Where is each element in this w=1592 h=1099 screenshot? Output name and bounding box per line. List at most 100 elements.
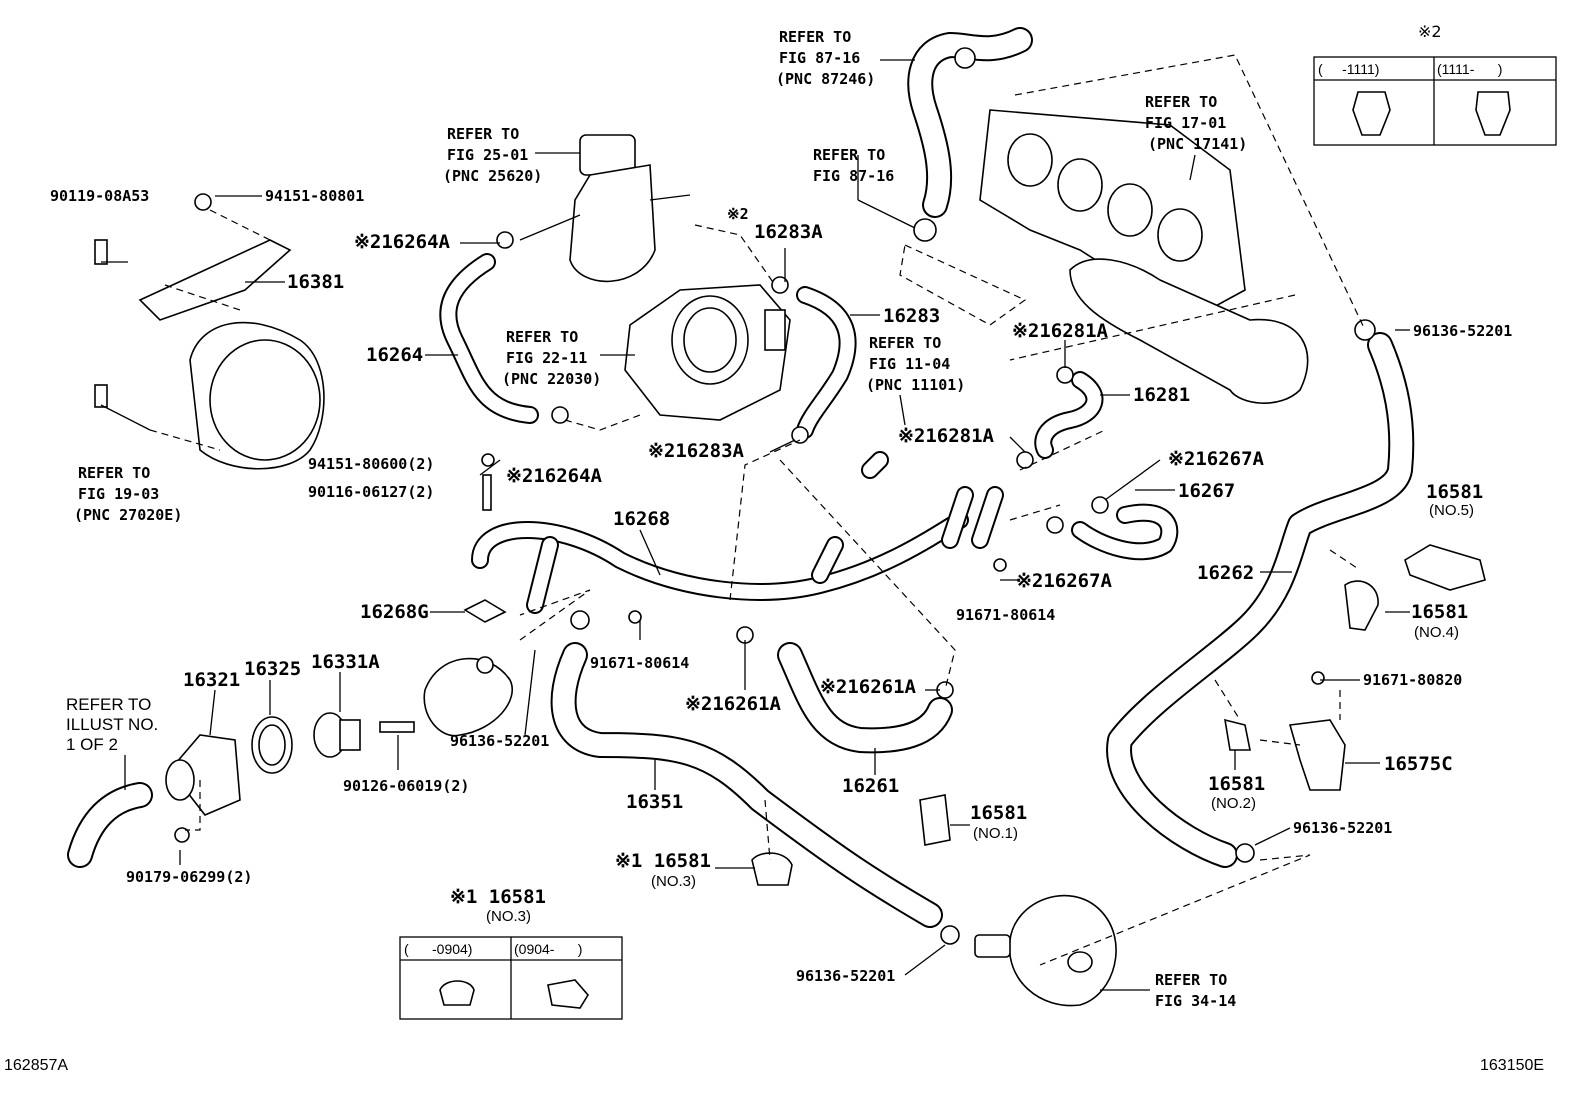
part-16281A-mid: ※216281A — [898, 425, 995, 447]
part-16283A-top: 16283A — [754, 221, 823, 243]
refer-19-03-2: FIG 19-03 — [78, 485, 159, 503]
part-16281: 16281 — [1133, 384, 1190, 406]
refer-19-03-1: REFER TO — [78, 464, 150, 482]
part-91671-80614-right: 91671-80614 — [956, 606, 1055, 624]
cylinder-head-gasket — [979, 109, 1246, 321]
part-96136-52201-right: 96136-52201 — [1413, 322, 1512, 340]
refer-25-01-1: REFER TO — [447, 125, 519, 143]
part-16321: 16321 — [183, 669, 240, 691]
part-16581-no5-sub: (NO.5) — [1429, 502, 1474, 519]
refer-87-16-1: REFER TO — [813, 146, 885, 164]
part-16261A-left: ※216261A — [685, 693, 782, 715]
inset-bottom-col2: (0904- ) — [514, 941, 582, 957]
footer-right-code: 163150E — [1480, 1057, 1544, 1074]
refer-17-01-2: FIG 17-01 — [1145, 114, 1226, 132]
part-16268G: 16268G — [360, 601, 429, 623]
part-16283A-mid: ※216283A — [648, 440, 745, 462]
refer-illust-1: REFER TO — [66, 695, 151, 714]
part-16283A-mark: ※2 — [727, 205, 749, 223]
part-16575C: 16575C — [1384, 753, 1453, 775]
refer-25-01-2: FIG 25-01 — [447, 146, 528, 164]
refer-87-16-top-2: FIG 87-16 — [779, 49, 860, 67]
refer-87-16-top-3: (PNC 87246) — [776, 70, 875, 88]
gasket-16325 — [251, 716, 293, 774]
thermostat-16331A — [313, 712, 361, 758]
part-96136-52201-mid: 96136-52201 — [450, 732, 549, 750]
leader-lines — [124, 59, 1410, 991]
part-16261A-right: ※216261A — [820, 676, 917, 698]
hose-top-87-16 — [907, 27, 1033, 218]
clamp-new-icon — [547, 979, 589, 1009]
refer-11-04-2: FIG 11-04 — [869, 355, 950, 373]
refer-87-16-2: FIG 87-16 — [813, 167, 894, 185]
dashed-leaders — [149, 54, 1366, 966]
water-inlet-housing — [423, 656, 513, 737]
part-number-labels: 90119-08A53 94151-80801 16381 ※216264A 1… — [50, 187, 1512, 985]
refer-labels: REFER TO FIG 87-16 (PNC 87246) REFER TO … — [66, 28, 1247, 1010]
part-16264A-mid: ※216264A — [506, 465, 603, 487]
part-16581-no1-sub: (NO.1) — [973, 825, 1018, 842]
clamp-16581-no1 — [919, 794, 951, 846]
hose-16261 — [777, 642, 953, 754]
part-91671-80614-mid: 91671-80614 — [590, 654, 689, 672]
hose-16281 — [1034, 371, 1104, 459]
inset-table-mark2: ※2 ( -1111) (1111- ) — [1313, 22, 1557, 146]
oil-cooler — [974, 894, 1117, 1007]
part-16581-no3: ※1 16581 — [615, 850, 711, 872]
inset-bottom-title: ※1 16581 — [450, 886, 546, 908]
part-16268: 16268 — [613, 508, 670, 530]
egr-valve — [519, 134, 691, 283]
hose-lower-left — [67, 782, 153, 868]
hose-16351 — [550, 642, 943, 928]
part-16581-no2: 16581 — [1208, 773, 1265, 795]
stud-90126 — [379, 721, 415, 733]
inset-top-col2: (1111- ) — [1437, 61, 1502, 77]
refer-22-11-2: FIG 22-11 — [506, 349, 587, 367]
part-16283: 16283 — [883, 305, 940, 327]
clip-old-icon — [1352, 91, 1391, 136]
gasket-16268G — [463, 599, 507, 623]
part-16281A-top: ※216281A — [1012, 320, 1109, 342]
part-16267A-bot: ※216267A — [1016, 570, 1113, 592]
water-pump — [138, 239, 325, 470]
hose-16267 — [1071, 503, 1179, 561]
part-16262: 16262 — [1197, 562, 1254, 584]
part-16264A-top: ※216264A — [354, 231, 451, 253]
part-16264: 16264 — [366, 344, 423, 366]
water-inlet-16321 — [165, 734, 241, 816]
part-16381: 16381 — [287, 271, 344, 293]
clamp-16581-no3 — [751, 852, 793, 886]
part-90179-06299: 90179-06299(2) — [126, 868, 252, 886]
part-16351: 16351 — [626, 791, 683, 813]
clamp-old-icon — [439, 980, 475, 1006]
part-96136-52201-bottom: 96136-52201 — [796, 967, 895, 985]
part-16267A-top: ※216267A — [1168, 448, 1265, 470]
part-16261: 16261 — [842, 775, 899, 797]
hose-16262 — [1106, 332, 1415, 868]
part-91671-80820: 91671-80820 — [1363, 671, 1462, 689]
part-16581-no4: 16581 — [1411, 601, 1468, 623]
refer-illust-2: ILLUST NO. — [66, 715, 158, 734]
throttle-body — [624, 284, 791, 421]
clamp-16581-no2 — [1224, 718, 1251, 751]
clamps-misc — [174, 47, 1376, 945]
refer-17-01-3: (PNC 17141) — [1148, 135, 1247, 153]
part-16581-no3-sub: (NO.3) — [651, 873, 696, 890]
part-16581-no2-sub: (NO.2) — [1211, 795, 1256, 812]
refer-22-11-1: REFER TO — [506, 328, 578, 346]
hose-16264 — [439, 253, 539, 424]
clamp-16581-no5 — [1404, 544, 1486, 591]
part-16267: 16267 — [1178, 480, 1235, 502]
clamp-16581-no4 — [1344, 580, 1379, 631]
refer-87-16-top-1: REFER TO — [779, 28, 851, 46]
part-94151-80801: 94151-80801 — [265, 187, 364, 205]
inset-bottom-subtitle: (NO.3) — [486, 908, 531, 925]
refer-22-11-3: (PNC 22030) — [502, 370, 601, 388]
refer-11-04-1: REFER TO — [869, 334, 941, 352]
part-16581-no4-sub: (NO.4) — [1414, 624, 1459, 641]
part-90119-08A53: 90119-08A53 — [50, 187, 149, 205]
inset-table-16581-no3: ※1 16581 (NO.3) ( -0904) (0904- ) — [399, 886, 623, 1020]
refer-11-04-3: (PNC 11101) — [866, 376, 965, 394]
refer-17-01-1: REFER TO — [1145, 93, 1217, 111]
